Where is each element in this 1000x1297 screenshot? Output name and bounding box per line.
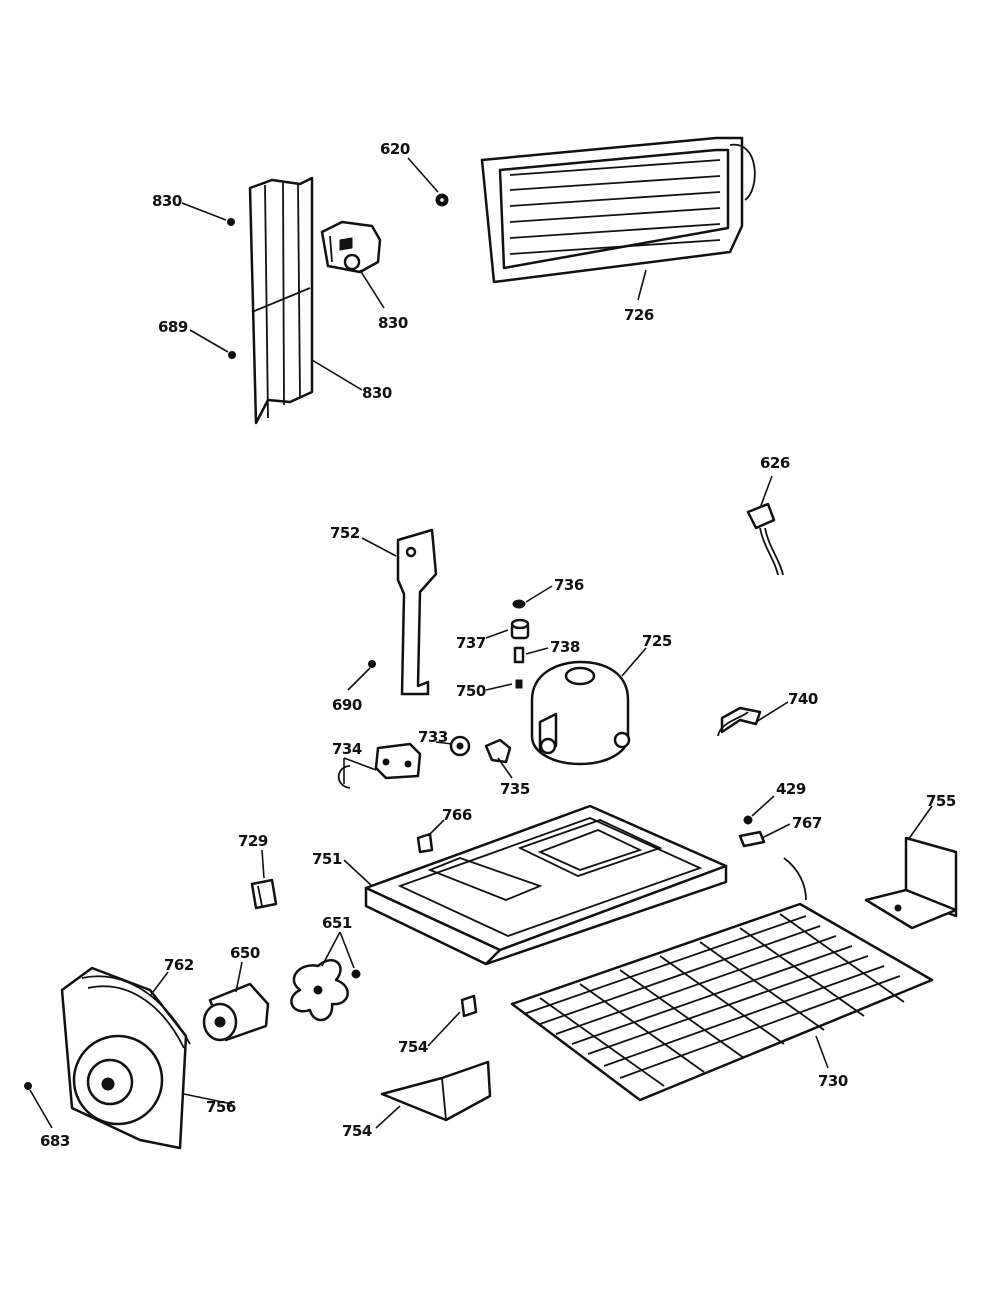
bracket-755 — [864, 836, 958, 930]
sleeve-738 — [513, 646, 525, 664]
callout-626: 626 — [760, 454, 790, 472]
callout-755: 755 — [926, 792, 956, 810]
bracket-830 — [320, 220, 382, 274]
capacitor-735 — [484, 738, 512, 764]
compressor-725 — [530, 660, 631, 766]
callout-752: 752 — [330, 524, 360, 542]
screw-689 — [228, 351, 236, 359]
callout-733: 733 — [418, 728, 448, 746]
callout-729: 729 — [238, 832, 268, 850]
tray-754 — [380, 1060, 492, 1122]
clip-734 — [337, 765, 351, 789]
callout-735: 735 — [500, 780, 530, 798]
clamp-767 — [738, 830, 766, 848]
leader-lines — [29, 157, 933, 1129]
callout-766: 766 — [442, 806, 472, 824]
power-cord-626 — [746, 502, 784, 576]
callout-650: 650 — [230, 944, 260, 962]
callout-754: 754 — [342, 1122, 372, 1140]
fan-blade-651 — [290, 959, 349, 1022]
screw-690 — [368, 660, 376, 668]
screw-429 — [743, 815, 753, 825]
clip-750 — [515, 679, 523, 689]
grommet-737 — [510, 618, 530, 640]
screw-683 — [24, 1082, 32, 1090]
grommet-736 — [512, 599, 526, 609]
base-pan-751 — [364, 804, 728, 966]
callout-737: 737 — [456, 634, 486, 652]
callout-730: 730 — [818, 1072, 848, 1090]
fan-motor-650 — [202, 982, 270, 1042]
mullion-729 — [250, 878, 278, 910]
condenser-coil-730 — [510, 857, 934, 1102]
callout-736: 736 — [554, 576, 584, 594]
callout-767: 767 — [792, 814, 822, 832]
fan-shroud-756 — [60, 966, 188, 1150]
rail-channel — [248, 176, 314, 425]
callout-683: 683 — [40, 1132, 70, 1150]
callout-725: 725 — [642, 632, 672, 650]
screw-830 — [227, 218, 235, 226]
callout-429: 429 — [776, 780, 806, 798]
callout-734: 734 — [332, 740, 362, 758]
relay-733 — [449, 735, 471, 757]
clip-754 — [460, 994, 478, 1018]
callout-690: 690 — [332, 696, 362, 714]
overload-734 — [374, 742, 422, 780]
callout-830: 830 — [152, 192, 182, 210]
callout-689: 689 — [158, 318, 188, 336]
callout-740: 740 — [788, 690, 818, 708]
callout-620: 620 — [380, 140, 410, 158]
bracket-740 — [717, 706, 762, 737]
gasket-762 — [81, 975, 191, 1049]
callout-750: 750 — [456, 682, 486, 700]
callout-751: 751 — [312, 850, 342, 868]
callout-651: 651 — [322, 914, 352, 932]
callout-830: 830 — [378, 314, 408, 332]
callout-830: 830 — [362, 384, 392, 402]
callout-726: 726 — [624, 306, 654, 324]
strap-752 — [396, 528, 438, 696]
callouts: 830 689 830 830 620 726 626 752 736 737 … — [40, 140, 956, 1150]
evaporator-726 — [480, 136, 756, 284]
callout-756: 756 — [206, 1098, 236, 1116]
clip-766 — [416, 832, 434, 854]
nut-651 — [351, 969, 361, 979]
callout-738: 738 — [550, 638, 580, 656]
callout-762: 762 — [164, 956, 194, 974]
callout-754: 754 — [398, 1038, 428, 1056]
fitting-620 — [435, 193, 449, 207]
